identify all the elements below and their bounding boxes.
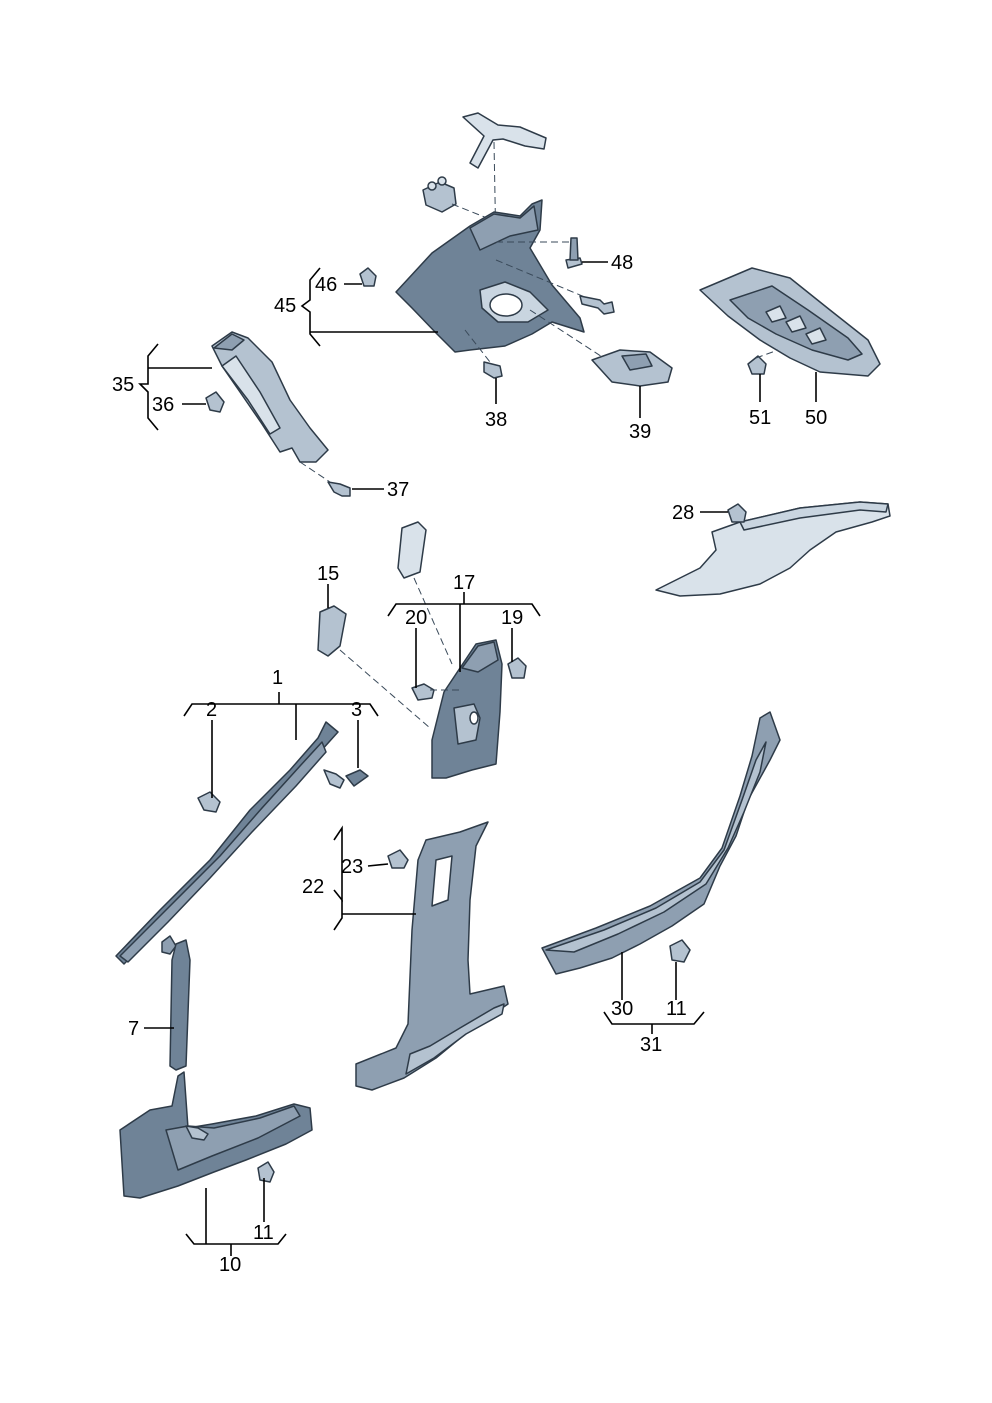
label-45: 45: [274, 295, 296, 317]
sill-panel-rear: [541, 711, 781, 975]
clip: [161, 935, 177, 955]
label-23: 23: [341, 856, 363, 878]
screw: [185, 1125, 209, 1141]
seal-strip-7: [169, 939, 191, 1071]
bolt-38: [483, 361, 503, 379]
label-50: 50: [805, 407, 827, 429]
label-37: 37: [387, 479, 409, 501]
clip-19: [507, 657, 527, 679]
screw-20: [411, 683, 435, 701]
clip-23: [387, 849, 409, 869]
label-2: 2: [206, 699, 217, 721]
label-10: 10: [219, 1254, 241, 1276]
label-35: 35: [112, 374, 134, 396]
label-1: 1: [272, 667, 283, 689]
label-7: 7: [128, 1018, 139, 1040]
label-36: 36: [152, 394, 174, 416]
clip-46: [359, 267, 377, 287]
bracket: [397, 521, 427, 579]
label-11-rear: 11: [666, 998, 687, 1020]
label-19: 19: [501, 607, 523, 629]
clip-2: [197, 791, 221, 813]
screw: [323, 769, 345, 789]
label-15: 15: [317, 563, 339, 585]
c-pillar-trim: [211, 331, 329, 463]
clip-36: [205, 391, 225, 413]
speaker-opening: [489, 293, 523, 317]
clip-51: [747, 355, 767, 375]
label-48: 48: [611, 252, 633, 274]
label-31: 31: [640, 1034, 662, 1056]
label-38: 38: [485, 409, 507, 431]
label-39: 39: [629, 421, 651, 443]
label-46: 46: [315, 274, 337, 296]
label-51: 51: [749, 407, 771, 429]
label-20: 20: [405, 607, 427, 629]
bolt-37: [327, 481, 351, 497]
label-22: 22: [302, 876, 324, 898]
clip-11: [669, 939, 691, 963]
clip-11: [257, 1161, 275, 1183]
cover-cap-3: [345, 769, 369, 787]
label-28: 28: [672, 502, 694, 524]
label-17: 17: [453, 572, 475, 594]
trim-clip-bracket: [317, 605, 347, 657]
screw: [579, 295, 615, 315]
label-30: 30: [611, 998, 633, 1020]
clip-28: [727, 503, 747, 523]
headliner-side-trim: [655, 501, 891, 597]
leader-lines: [138, 261, 817, 1256]
label-3: 3: [351, 699, 362, 721]
mounting-bracket: [462, 112, 547, 169]
label-11-front: 11: [253, 1222, 274, 1244]
